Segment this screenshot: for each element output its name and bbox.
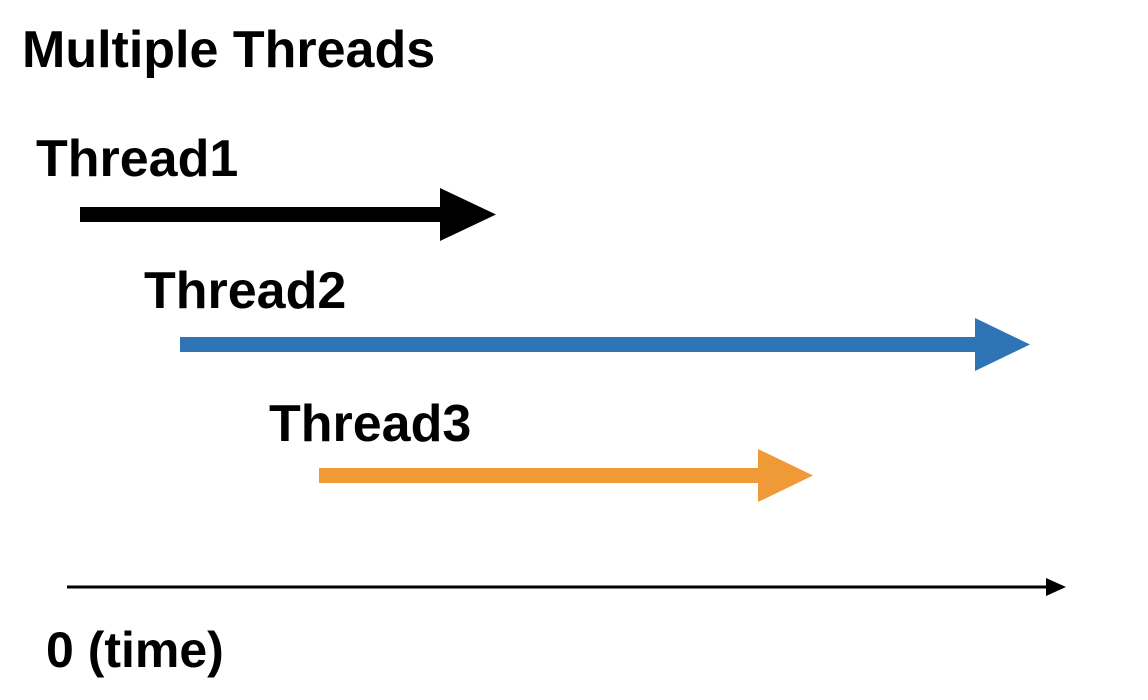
thread3-arrow-head bbox=[758, 449, 813, 502]
time-axis-arrow bbox=[67, 578, 1066, 596]
time-axis-label: 0 (time) bbox=[46, 622, 224, 678]
thread1-arrow-head bbox=[440, 188, 496, 241]
thread2-arrow-head bbox=[975, 318, 1030, 371]
thread1-arrow-shaft bbox=[80, 207, 442, 222]
thread1-label: Thread1 bbox=[36, 130, 239, 188]
thread3-arrow bbox=[319, 449, 813, 502]
thread2-label: Thread2 bbox=[144, 262, 347, 320]
thread2-arrow bbox=[180, 318, 1030, 371]
diagram-title: Multiple Threads bbox=[22, 21, 436, 79]
thread1-arrow bbox=[80, 188, 496, 241]
thread3-arrow-shaft bbox=[319, 468, 760, 483]
thread2-arrow-shaft bbox=[180, 337, 977, 352]
time-axis-arrow-head bbox=[1046, 578, 1066, 596]
thread3-label: Thread3 bbox=[269, 395, 472, 453]
